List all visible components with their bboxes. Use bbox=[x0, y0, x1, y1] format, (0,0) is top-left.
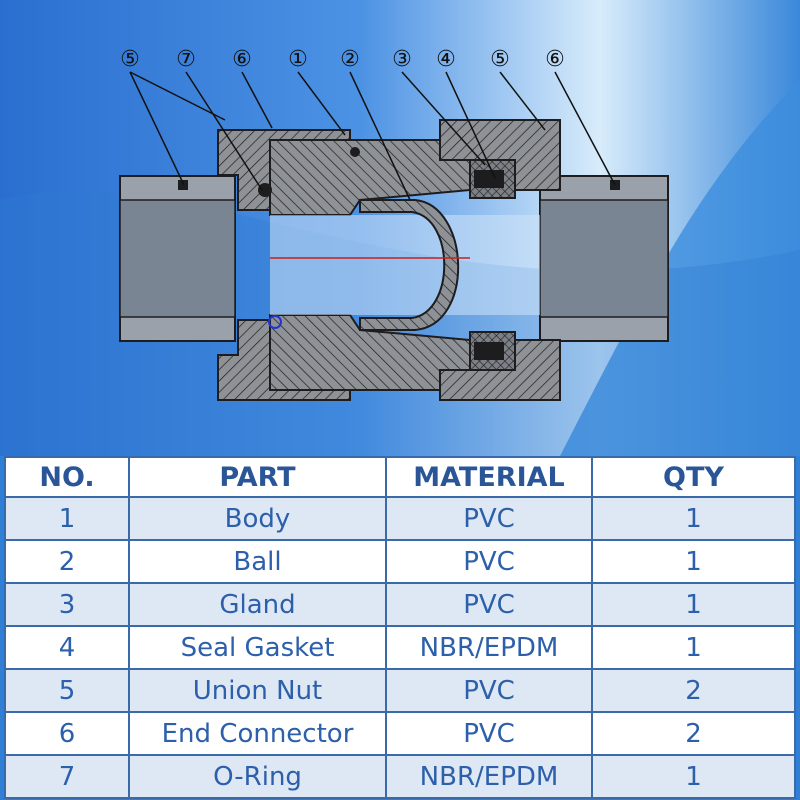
seal-gasket bbox=[474, 170, 504, 188]
parts-table: NO. PART MATERIAL QTY 1 Body PVC 1 2 Bal… bbox=[4, 456, 796, 799]
cell-qty: 2 bbox=[591, 668, 796, 713]
cell-material: PVC bbox=[385, 711, 593, 756]
cell-material: PVC bbox=[385, 668, 593, 713]
flow-chamber bbox=[270, 215, 540, 315]
cell-no: 4 bbox=[4, 625, 130, 670]
background-swoosh bbox=[560, 80, 800, 456]
ball bbox=[359, 199, 460, 331]
cell-qty: 1 bbox=[591, 754, 796, 799]
table-row: 3 Gland PVC 1 bbox=[4, 582, 796, 627]
o-ring bbox=[258, 183, 272, 197]
cell-no: 1 bbox=[4, 496, 130, 541]
header-no: NO. bbox=[4, 456, 130, 498]
table-row: 2 Ball PVC 1 bbox=[4, 539, 796, 584]
cell-no: 5 bbox=[4, 668, 130, 713]
cell-qty: 1 bbox=[591, 539, 796, 584]
callout-6-left: ⑥ bbox=[232, 47, 252, 72]
table-row: 7 O-Ring NBR/EPDM 1 bbox=[4, 754, 796, 799]
table-row: 5 Union Nut PVC 2 bbox=[4, 668, 796, 713]
header-material: MATERIAL bbox=[385, 456, 593, 498]
cell-qty: 1 bbox=[591, 582, 796, 627]
table-row: 6 End Connector PVC 2 bbox=[4, 711, 796, 756]
cell-qty: 2 bbox=[591, 711, 796, 756]
cell-part: Ball bbox=[128, 539, 387, 584]
cell-material: NBR/EPDM bbox=[385, 754, 593, 799]
table-row: 1 Body PVC 1 bbox=[4, 496, 796, 541]
cell-qty: 1 bbox=[591, 625, 796, 670]
callout-5-right: ⑤ bbox=[490, 47, 510, 72]
cell-part: End Connector bbox=[128, 711, 387, 756]
cell-part: Union Nut bbox=[128, 668, 387, 713]
callout-5-left: ⑤ bbox=[120, 47, 140, 72]
table-header-row: NO. PART MATERIAL QTY bbox=[4, 456, 796, 498]
cell-no: 6 bbox=[4, 711, 130, 756]
leader-lines bbox=[129, 71, 616, 201]
cell-material: PVC bbox=[385, 496, 593, 541]
table-row: 4 Seal Gasket NBR/EPDM 1 bbox=[4, 625, 796, 670]
cell-part: Gland bbox=[128, 582, 387, 627]
callout-7: ⑦ bbox=[176, 47, 196, 72]
cell-material: NBR/EPDM bbox=[385, 625, 593, 670]
cell-no: 7 bbox=[4, 754, 130, 799]
cell-no: 3 bbox=[4, 582, 130, 627]
callout-1: ① bbox=[288, 47, 308, 72]
callout-6-right: ⑥ bbox=[545, 47, 565, 72]
callout-2: ② bbox=[340, 47, 360, 72]
header-part: PART bbox=[128, 456, 387, 498]
header-qty: QTY bbox=[591, 456, 796, 498]
cell-no: 2 bbox=[4, 539, 130, 584]
cell-material: PVC bbox=[385, 539, 593, 584]
callout-3: ③ bbox=[392, 47, 412, 72]
cell-part: Seal Gasket bbox=[128, 625, 387, 670]
check-valve-cross-section: ⑤ ⑦ ⑥ ① ② ③ ④ ⑤ ⑥ bbox=[0, 0, 800, 456]
cell-material: PVC bbox=[385, 582, 593, 627]
cell-part: Body bbox=[128, 496, 387, 541]
cell-qty: 1 bbox=[591, 496, 796, 541]
callout-4: ④ bbox=[436, 47, 456, 72]
cell-part: O-Ring bbox=[128, 754, 387, 799]
